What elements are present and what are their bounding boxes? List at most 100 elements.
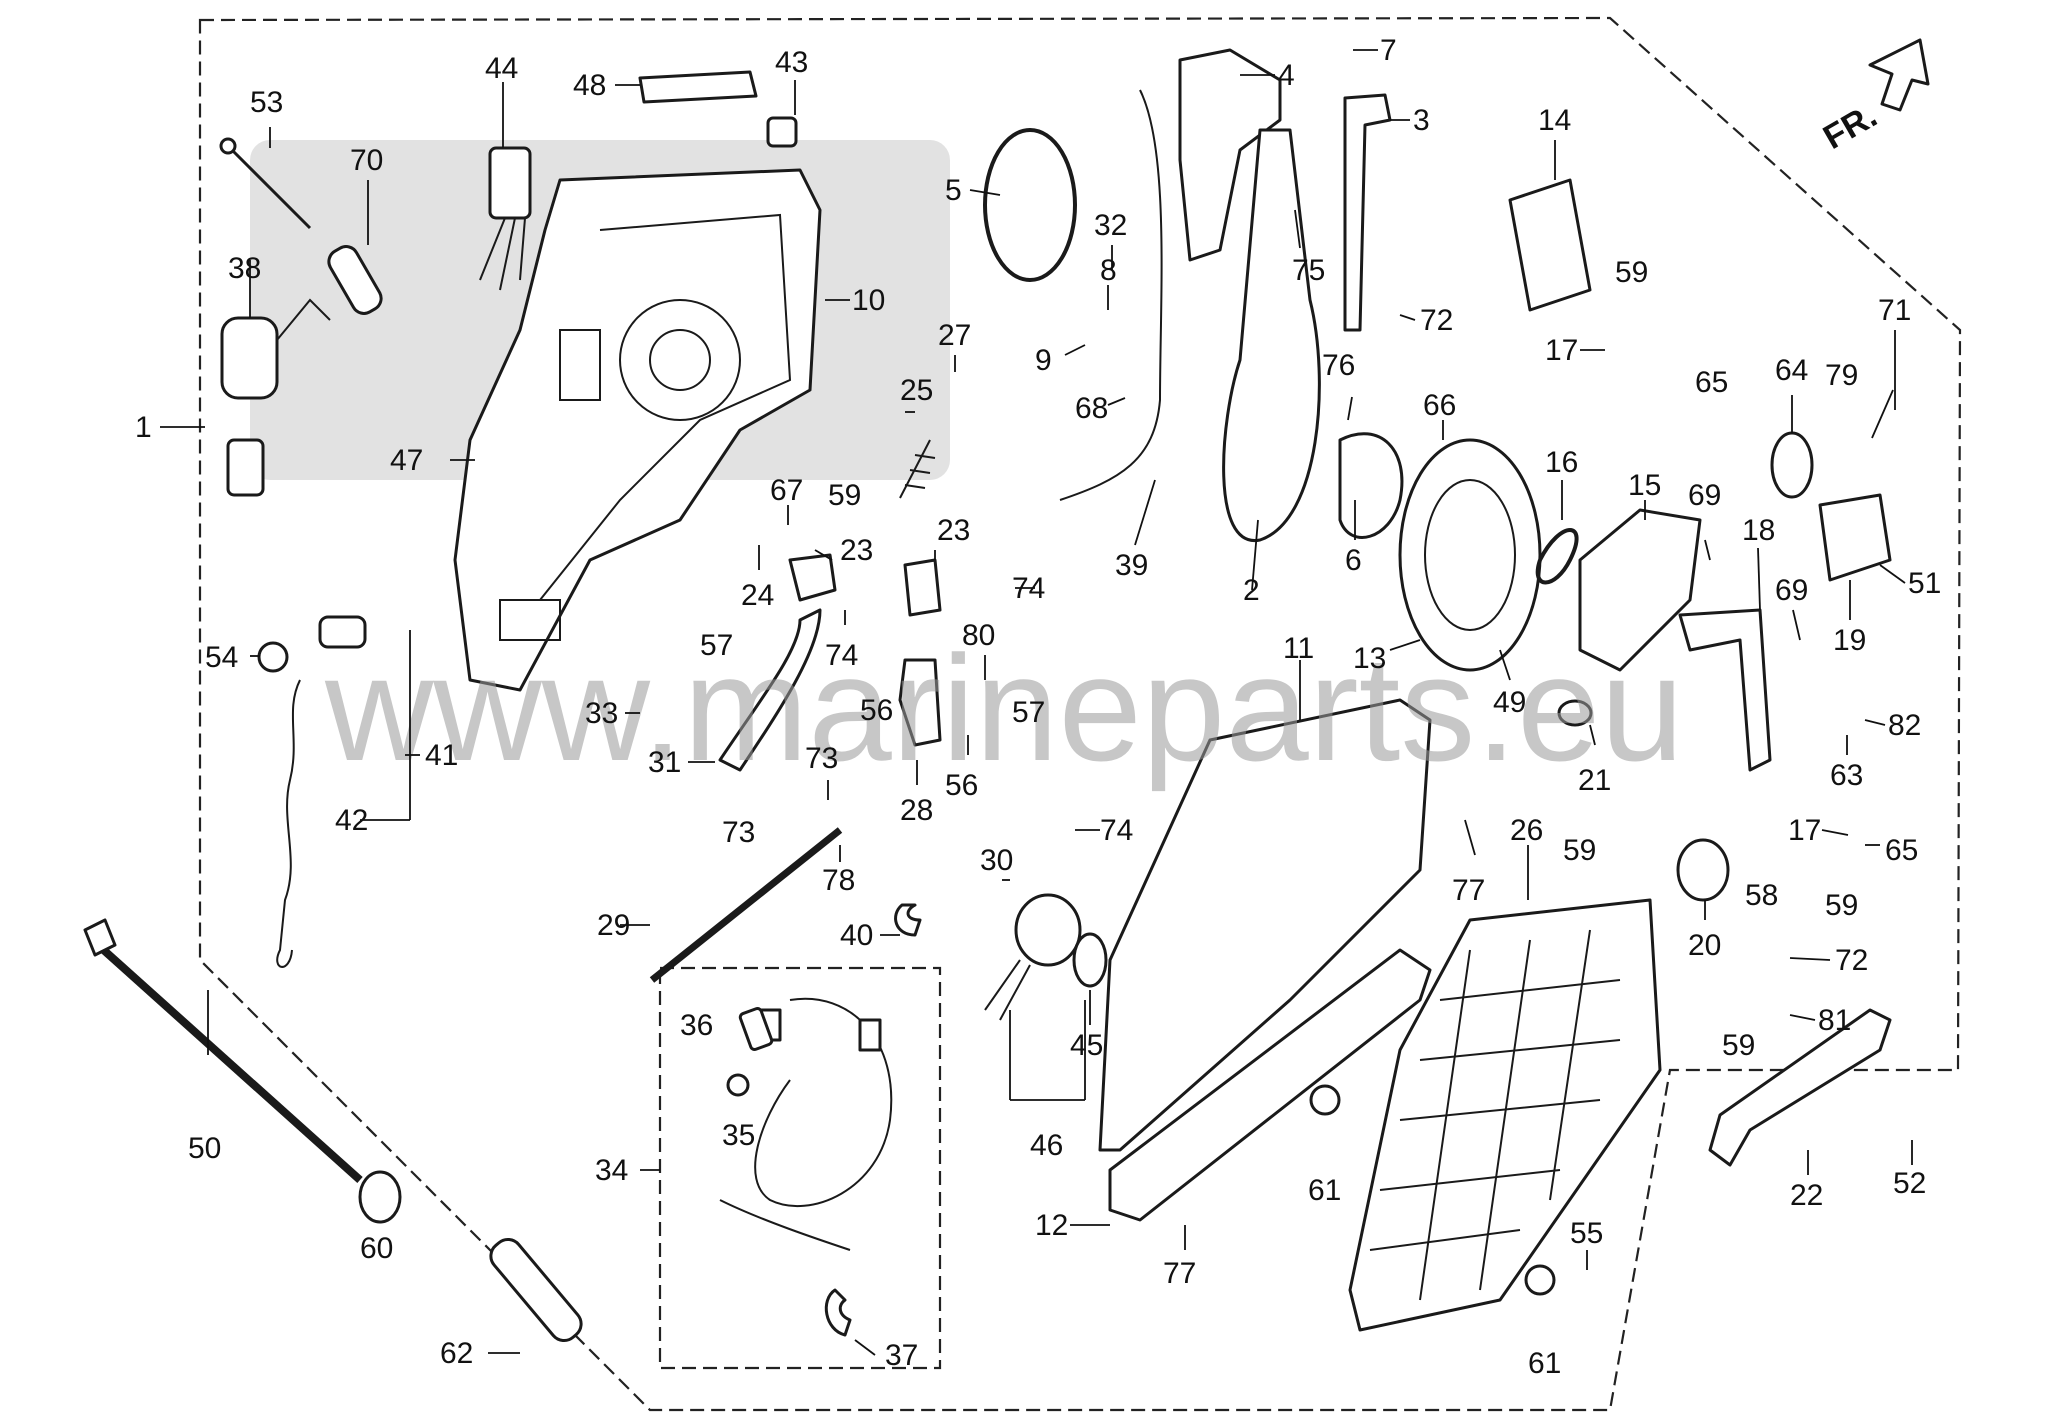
fr-arrow-label: FR. <box>1817 97 1883 157</box>
fr-arrow-icon <box>1868 38 1930 112</box>
part-spring-16 <box>1535 528 1579 585</box>
callout-3: 3 <box>1413 104 1430 137</box>
callout-61b: 61 <box>1528 1347 1561 1380</box>
callout-59e: 59 <box>1722 1029 1755 1062</box>
part-washer-61b <box>1524 1264 1556 1296</box>
part-sleeve-70 <box>327 245 383 315</box>
leader-lines <box>160 49 1913 1356</box>
callout-16: 16 <box>1545 446 1578 479</box>
callout-17a: 17 <box>1545 334 1578 367</box>
part-plate-15 <box>1578 508 1702 672</box>
callout-69b: 69 <box>1775 574 1808 607</box>
callout-33: 33 <box>585 697 618 730</box>
callout-13: 13 <box>1353 642 1386 675</box>
callout-59a: 59 <box>1615 256 1648 289</box>
callout-14: 14 <box>1538 104 1571 137</box>
part-clip-43 <box>766 116 798 148</box>
callout-27: 27 <box>938 319 971 352</box>
callout-1: 1 <box>135 411 152 444</box>
part-nut-54 <box>257 641 289 673</box>
callout-37: 37 <box>885 1339 918 1372</box>
part-handle-22 <box>1708 1008 1892 1167</box>
callout-8: 8 <box>1100 254 1117 287</box>
callout-74a: 74 <box>825 639 858 672</box>
callout-labels: 1 2 3 4 5 6 7 8 9 10 11 12 13 14 15 16 1… <box>135 34 1941 1380</box>
callout-75: 75 <box>1292 254 1325 287</box>
callout-56a: 56 <box>860 694 893 727</box>
callout-61a: 61 <box>1308 1174 1341 1207</box>
callout-80: 80 <box>962 619 995 652</box>
callout-54: 54 <box>205 641 238 674</box>
callout-17b: 17 <box>1788 814 1821 847</box>
part-connector-36 <box>738 1007 774 1051</box>
callout-56b: 56 <box>945 769 978 802</box>
part-spring-25 <box>899 439 936 499</box>
callout-82: 82 <box>1888 709 1921 742</box>
callout-5: 5 <box>945 174 962 207</box>
part-cable-39 <box>1059 89 1163 501</box>
callout-78: 78 <box>822 864 855 897</box>
part-bracket-23a <box>788 553 837 602</box>
callout-18: 18 <box>1742 514 1775 547</box>
callout-65a: 65 <box>1695 366 1728 399</box>
callout-72b: 72 <box>1835 944 1868 977</box>
callout-73a: 73 <box>722 816 755 849</box>
part-ring-5 <box>983 128 1077 282</box>
callout-22: 22 <box>1790 1179 1823 1212</box>
callout-81: 81 <box>1818 1004 1851 1037</box>
callout-79: 79 <box>1825 359 1858 392</box>
callout-23a: 23 <box>840 534 873 567</box>
callout-69a: 69 <box>1688 479 1721 512</box>
callout-19: 19 <box>1833 624 1866 657</box>
part-clip-40 <box>894 903 922 937</box>
part-washer-60 <box>358 1170 402 1224</box>
part-link-31 <box>718 608 822 772</box>
part-rail-12 <box>1108 948 1432 1222</box>
part-lanyard-42 <box>276 615 367 968</box>
watermark: www.marineparts.eu <box>324 624 1684 792</box>
part-lever-4 <box>1178 48 1282 262</box>
callout-67: 67 <box>770 474 803 507</box>
callout-50: 50 <box>188 1132 221 1165</box>
callout-53: 53 <box>250 86 283 119</box>
part-plate-48 <box>638 70 758 104</box>
callout-51: 51 <box>1908 567 1941 600</box>
callout-52: 52 <box>1893 1167 1926 1200</box>
callout-44: 44 <box>485 52 518 85</box>
part-bolt-50 <box>83 918 363 1183</box>
callout-28: 28 <box>900 794 933 827</box>
assembly-boundary <box>198 16 1962 1412</box>
part-link-18 <box>1678 608 1772 772</box>
callout-9: 9 <box>1035 344 1052 377</box>
callout-43: 43 <box>775 46 808 79</box>
part-connector-44 <box>479 146 532 291</box>
part-switch-38 <box>220 298 331 497</box>
callout-31: 31 <box>648 746 681 779</box>
part-clip-35 <box>726 1073 750 1097</box>
callout-77a: 77 <box>1452 874 1485 907</box>
callout-34: 34 <box>595 1154 628 1187</box>
part-case-47 <box>453 168 822 692</box>
part-switch-30 <box>984 893 1082 1021</box>
callout-15: 15 <box>1628 469 1661 502</box>
callout-64: 64 <box>1775 354 1808 387</box>
part-sleeve-62 <box>489 1237 583 1343</box>
part-bracket-14 <box>1508 178 1592 312</box>
callout-24: 24 <box>741 579 774 612</box>
callout-71: 71 <box>1878 294 1911 327</box>
callout-60: 60 <box>360 1232 393 1265</box>
part-plate-6 <box>1338 432 1404 539</box>
callout-26: 26 <box>1510 814 1543 847</box>
part-plate-11 <box>1098 698 1432 1152</box>
callout-40: 40 <box>840 919 873 952</box>
callout-4: 4 <box>1278 59 1295 92</box>
part-nut-21 <box>1557 699 1593 727</box>
callout-72a: 72 <box>1420 304 1453 337</box>
callout-49: 49 <box>1493 686 1526 719</box>
part-plate-28 <box>898 658 942 747</box>
front-direction-arrow: FR. <box>1817 38 1930 157</box>
callout-65b: 65 <box>1885 834 1918 867</box>
callout-48: 48 <box>573 69 606 102</box>
callout-32: 32 <box>1094 209 1127 242</box>
callout-6: 6 <box>1345 544 1362 577</box>
